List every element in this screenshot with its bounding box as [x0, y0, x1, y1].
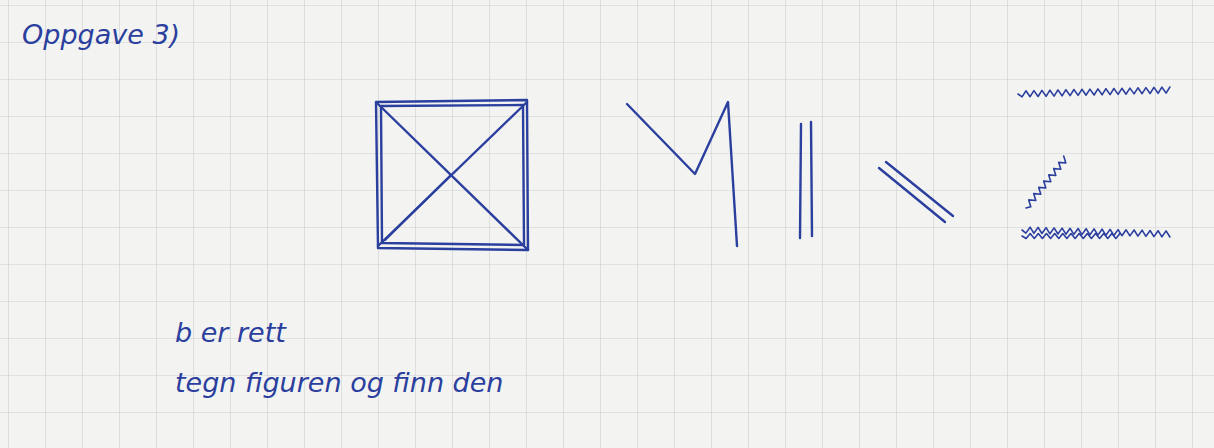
square-with-cross	[376, 100, 528, 250]
handwritten-note: b er rett	[175, 318, 286, 348]
wavy-stroke	[1018, 87, 1170, 97]
v-shape	[627, 102, 737, 246]
wavy-lines	[1018, 87, 1170, 239]
double-diagonal	[879, 162, 953, 222]
task-heading: Oppgave 3)	[22, 20, 180, 50]
double-vertical	[800, 122, 812, 238]
handwritten-note: tegn figuren og finn den	[175, 368, 503, 398]
wavy-stroke	[1026, 156, 1066, 208]
wavy-stroke	[1022, 234, 1120, 239]
